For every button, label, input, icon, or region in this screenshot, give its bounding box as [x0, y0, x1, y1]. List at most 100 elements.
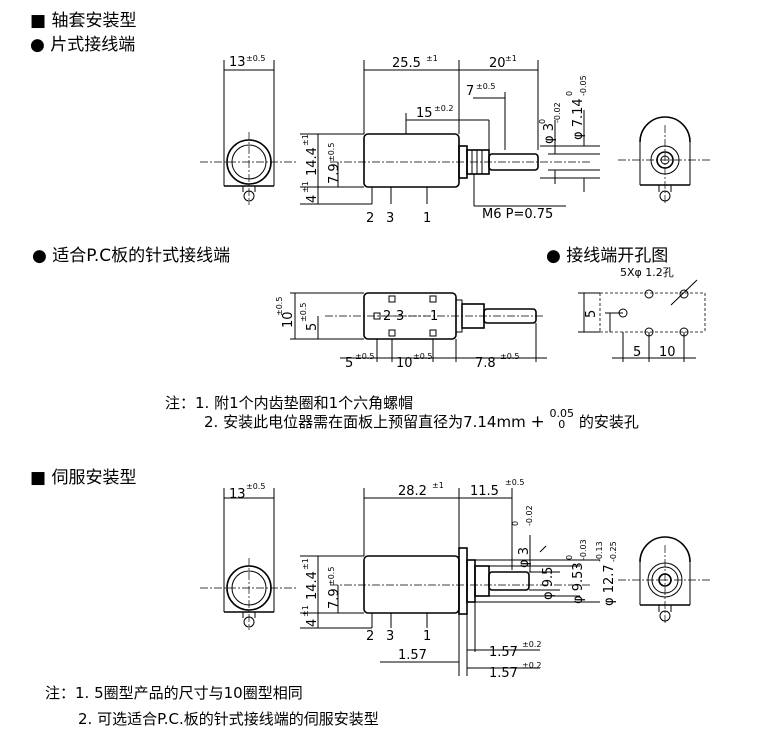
dim-top-shaft-dia: φ 3: [542, 123, 557, 144]
note-prefix: 注：: [165, 394, 196, 412]
dim-top-body-tol: ±1: [426, 54, 438, 63]
dim-servo-flange2-tol: ±0.2: [522, 640, 541, 649]
note-prefix: 注：: [45, 684, 76, 702]
notes-top: 注：1. 附1个内齿垫圈和1个六角螺帽: [165, 392, 413, 413]
dim-pc-d78-tol: ±0.5: [500, 352, 519, 361]
dim-servo-height-tol: ±1: [301, 558, 310, 570]
dim-servo-pin-tol: ±1: [301, 605, 310, 617]
header-shaft-type: ■ 轴套安装型: [30, 6, 136, 31]
pc-pin-label: 1: [430, 309, 438, 324]
dim-pc-d5-tol: ±0.5: [355, 352, 374, 361]
note-tol-stack: 0.05 0: [550, 408, 575, 430]
dim-servo-shaft-tol: ±0.5: [505, 478, 524, 487]
dim-servo-d127-tol-up: -0.13: [595, 541, 604, 562]
dim-servo-height: 14.4: [305, 571, 320, 600]
header-panel-terminal: ● 片式接线端: [30, 30, 135, 55]
dim-hole-v5: 5: [584, 310, 599, 318]
header-servo-type-label: 伺服安装型: [51, 468, 137, 488]
dim-top-bush-dia-tol-dn: -0.05: [579, 75, 588, 96]
hole-layout-view: [578, 279, 706, 362]
dim-top-body: 25.5: [392, 56, 421, 71]
servo-pin-label: 3: [386, 629, 394, 644]
dim-servo-pin: 4: [305, 619, 320, 627]
dim-servo-d953: φ 9.53: [571, 562, 586, 604]
dim-servo-d95: φ 9.5: [541, 567, 556, 600]
circle-bullet: ●: [32, 246, 47, 266]
notes-top-line2: 2. 安装此电位器需在面板上预留直径为7.14mm + 0.05 0 的安装孔: [204, 408, 639, 434]
dim-servo-shaft-dia-tol-up: 0: [511, 521, 520, 526]
servo-front-view: [618, 536, 712, 625]
note-line-1: 1. 附1个内齿垫圈和1个六角螺帽: [195, 394, 414, 412]
dim-hole-h5: 5: [633, 345, 641, 360]
note-tol-plus: +: [530, 412, 545, 432]
dim-top-shaft-tol: ±1: [505, 54, 517, 63]
servo-main-view: [300, 488, 600, 676]
notes-bottom-line2: 2. 可选适合P.C.板的针式接线端的伺服安装型: [78, 708, 379, 729]
dim-servo-d127-tol-dn: -0.25: [609, 541, 618, 562]
dim-servo-shaft-dia-tol-dn: -0.02: [525, 505, 534, 526]
servo-side-view: [200, 488, 298, 630]
dim-pc-h5-tol: ±0.5: [299, 303, 308, 322]
dim-top-flat-tol: ±0.5: [476, 82, 495, 91]
dim-pc-d5: 5: [345, 356, 353, 371]
dim-servo-d127: φ 12.7: [602, 564, 617, 606]
note-line-2: 2. 安装此电位器需在面板上预留直径为7.14mm: [204, 413, 526, 431]
pin-label: 2: [366, 211, 374, 226]
pc-pin-label: 3: [396, 309, 404, 324]
square-bullet: ■: [30, 11, 47, 31]
dim-holes: 5Xφ 1.2孔: [620, 266, 674, 279]
dim-hole-h10: 10: [659, 345, 676, 360]
dim-pc-h10-tol: ±0.5: [275, 297, 284, 316]
header-panel-terminal-label: 片式接线端: [50, 35, 136, 55]
dim-servo-d953-tol-dn: -0.03: [579, 539, 588, 560]
header-pc-terminal-label: 适合P.C板的针式接线端: [52, 246, 231, 266]
notes-bottom: 注：1. 5圈型产品的尺寸与10圈型相同: [45, 682, 303, 703]
dim-pc-h10: 10: [281, 311, 296, 328]
header-hole-layout-label: 接线端开孔图: [566, 246, 669, 266]
note-line-2-end: 的安装孔: [578, 413, 639, 431]
dim-top-flat: 7: [466, 84, 474, 99]
dim-servo-flange3: 1.57: [489, 666, 518, 681]
note-line-2: 2. 可选适合P.C.板的针式接线端的伺服安装型: [78, 710, 379, 728]
dim-top-height: 14.4: [305, 147, 320, 176]
pc-pin-label: 2: [383, 309, 391, 324]
pin-label: 1: [423, 211, 431, 226]
dim-servo-shaft: 11.5: [470, 484, 499, 499]
dim-servo-center: 7.9: [327, 588, 342, 609]
dim-servo-flange3-tol: ±0.2: [522, 661, 541, 670]
dim-top-width: 13: [229, 55, 246, 70]
dim-top-shaft: 20: [489, 56, 506, 71]
dim-top-shaft-dia-tol-dn: -0.02: [553, 102, 562, 123]
dim-top-center: 7.9: [327, 163, 342, 184]
note-line-1: 1. 5圈型产品的尺寸与10圈型相同: [75, 684, 303, 702]
circle-bullet: ●: [546, 246, 561, 266]
dim-servo-flange2: 1.57: [489, 645, 518, 660]
note-tol-up: 0.05: [549, 406, 575, 420]
square-bullet: ■: [30, 468, 47, 488]
note-tol-dn: 0: [558, 417, 566, 431]
pin-label: 3: [386, 211, 394, 226]
dim-servo-body-tol: ±1: [432, 481, 444, 490]
top-front-view: [618, 116, 712, 205]
dim-servo-shaft-dia: φ 3: [517, 547, 532, 568]
header-shaft-type-label: 轴套安装型: [51, 11, 137, 31]
circle-bullet: ●: [30, 35, 45, 55]
dim-servo-flange1: 1.57: [398, 648, 427, 663]
dim-servo-center-tol: ±0.5: [327, 567, 336, 586]
dim-top-thread: M6 P=0.75: [482, 207, 553, 222]
dim-servo-width-tol: ±0.5: [246, 482, 265, 491]
dim-top-pin-tol: ±1: [301, 181, 310, 193]
dim-servo-body: 28.2: [398, 484, 427, 499]
servo-pin-label: 1: [423, 629, 431, 644]
header-servo-type: ■ 伺服安装型: [30, 463, 136, 488]
dim-top-bush-dia-tol-up: 0: [565, 91, 574, 96]
dim-top-bush-tol: ±0.2: [434, 104, 453, 113]
dim-top-bush: 15: [416, 106, 433, 121]
dim-pc-h5: 5: [305, 323, 320, 331]
dim-servo-d953-tol-up: 0: [565, 555, 574, 560]
header-pc-terminal: ● 适合P.C板的针式接线端: [32, 241, 230, 266]
dim-pc-d10: 10: [396, 356, 413, 371]
dim-top-bush-dia: φ 7.14: [571, 98, 586, 140]
dim-top-pin: 4: [305, 195, 320, 203]
